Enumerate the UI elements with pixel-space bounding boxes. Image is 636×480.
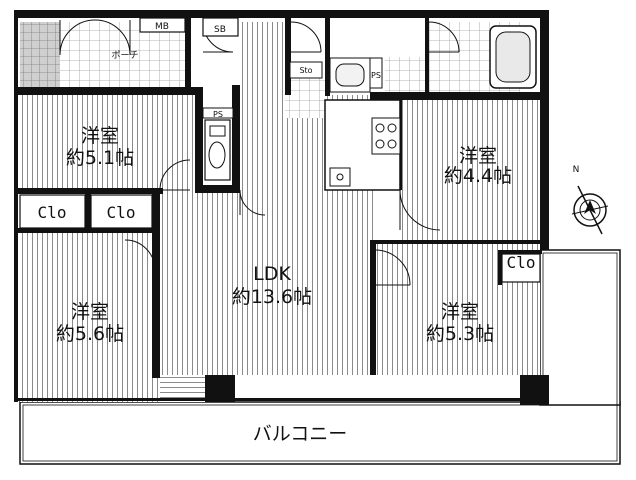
room-name-western-sw: 洋室 bbox=[71, 301, 109, 323]
labels: 洋室 約5.1帖 洋室 約4.4帖 洋室 約5.6帖 洋室 約5.3帖 LDK … bbox=[38, 22, 580, 445]
room-size-western-sw: 約5.6帖 bbox=[56, 323, 124, 345]
closet-label-right: Clo bbox=[507, 253, 536, 272]
room-name-western-se: 洋室 bbox=[441, 301, 479, 323]
washbasin bbox=[329, 57, 371, 93]
ps-label-toilet: PS bbox=[213, 110, 223, 119]
porch-label: ポーチ bbox=[111, 50, 138, 61]
room-size-ldk: 約13.6帖 bbox=[232, 286, 312, 308]
kitchen-counter bbox=[324, 99, 401, 191]
room-size-western-nw: 約5.1帖 bbox=[66, 147, 134, 169]
closet-label-left: Clo bbox=[38, 203, 67, 222]
room-name-western-ne: 洋室 bbox=[459, 145, 497, 167]
room-name-western-nw: 洋室 bbox=[81, 125, 119, 147]
walls bbox=[14, 10, 549, 405]
balcony-label: バルコニー bbox=[253, 423, 348, 445]
ps-label-top: PS bbox=[371, 71, 381, 80]
compass-north-label: N bbox=[573, 165, 580, 175]
sb-label: SB bbox=[214, 25, 226, 35]
room-name-ldk: LDK bbox=[253, 263, 291, 285]
toilet bbox=[204, 119, 231, 181]
closets bbox=[19, 194, 541, 283]
room-size-western-ne: 約4.4帖 bbox=[444, 165, 512, 187]
balcony bbox=[19, 249, 621, 465]
utility-boxes bbox=[139, 17, 383, 119]
closet-label-middle: Clo bbox=[107, 203, 136, 222]
doors bbox=[59, 19, 460, 286]
mb-label: MB bbox=[155, 22, 169, 32]
room-size-western-se: 約5.3帖 bbox=[426, 323, 494, 345]
compass bbox=[571, 185, 609, 235]
sto-label: Sto bbox=[299, 66, 312, 75]
bathtub bbox=[489, 25, 537, 89]
